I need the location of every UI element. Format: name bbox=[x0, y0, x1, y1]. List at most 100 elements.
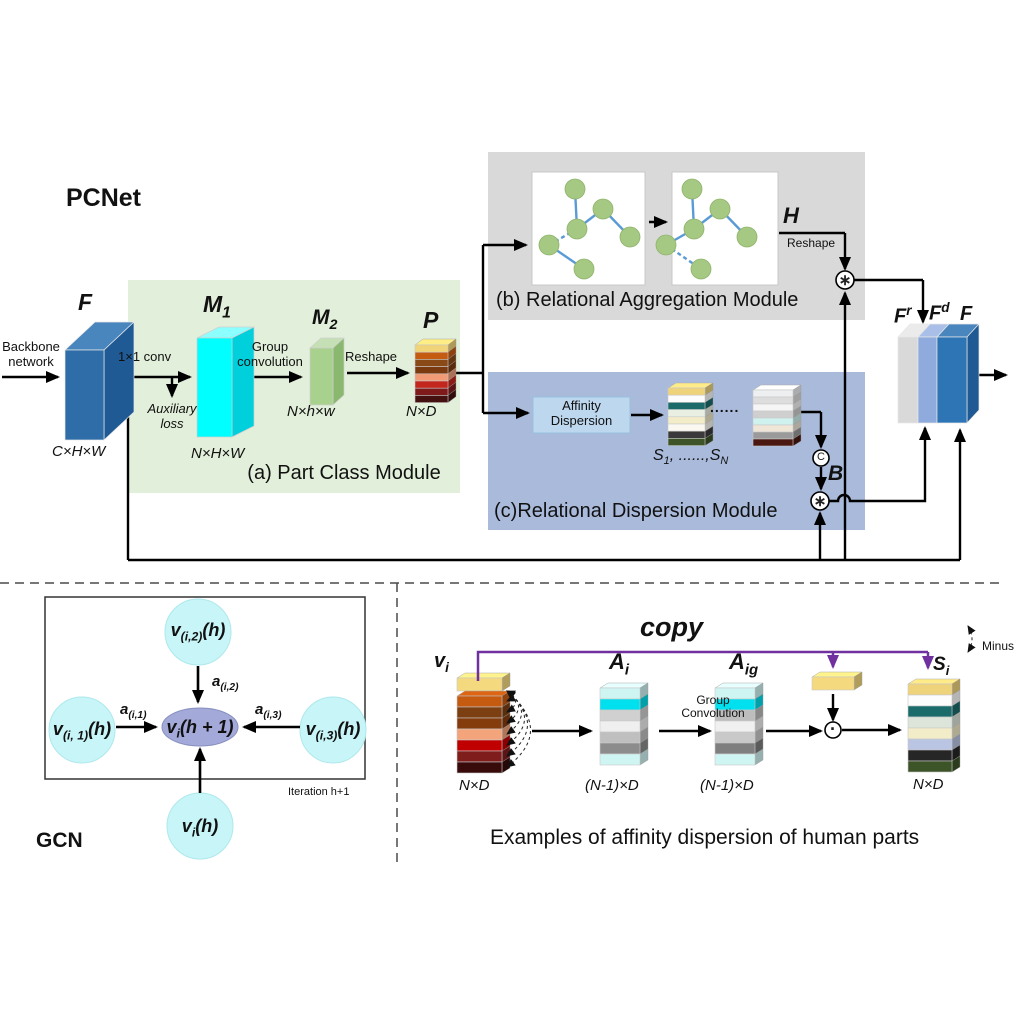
gcn-right-node-label: v(i,3)(h) bbox=[305, 719, 361, 743]
dot-operator: · bbox=[830, 719, 836, 739]
module-b-label: (b) Relational Aggregation Module bbox=[496, 289, 799, 311]
page-title: PCNet bbox=[66, 184, 142, 212]
module-a-background bbox=[128, 280, 460, 493]
ellipsis-dots: ...... bbox=[710, 399, 740, 415]
groupconv2-line1: Group bbox=[696, 693, 730, 707]
p-label: P bbox=[423, 307, 439, 333]
groupconv2-line2: Convolution bbox=[681, 706, 745, 721]
concat-operator-circle bbox=[812, 449, 830, 467]
gcn-panel bbox=[44, 596, 367, 860]
yellow-bar bbox=[811, 671, 863, 691]
m2-box bbox=[309, 337, 345, 406]
m2-label: M2 bbox=[312, 306, 338, 334]
gcn-frame bbox=[44, 596, 366, 780]
backbone-line1: Backbone bbox=[2, 339, 60, 354]
graph-nodes bbox=[538, 178, 758, 280]
backbone-label: Backbone network bbox=[0, 339, 62, 369]
p-dims: N×D bbox=[406, 403, 437, 420]
module-a-label: (a) Part Class Module bbox=[247, 462, 441, 484]
aux-line1: Auxiliary bbox=[147, 401, 197, 416]
aig-stack bbox=[714, 682, 764, 766]
ai-stack bbox=[599, 682, 649, 766]
vi-stack bbox=[456, 690, 511, 774]
gcn-caption: GCN bbox=[36, 829, 83, 852]
conv-operator-c: ∗ bbox=[813, 493, 827, 510]
example-arrows bbox=[532, 694, 902, 737]
m2-dims: N×h×w bbox=[287, 403, 335, 420]
auxiliary-loss-label: Auxiliary loss bbox=[138, 401, 206, 431]
ai-dims: (N-1)×D bbox=[585, 777, 639, 794]
si-label: Si bbox=[933, 654, 950, 678]
si-dims: N×D bbox=[913, 776, 944, 793]
minus-legend-label: Minus bbox=[982, 639, 1015, 653]
f-slab bbox=[936, 336, 968, 424]
groupconv-line1: Group bbox=[251, 339, 289, 354]
aig-dims: (N-1)×D bbox=[700, 777, 754, 794]
vi-label: vi bbox=[434, 650, 449, 675]
f-output-label: F bbox=[960, 303, 973, 325]
gcn-a1-label: a(i,1) bbox=[120, 701, 147, 721]
si-stack bbox=[907, 678, 961, 773]
reshape2-label: Reshape bbox=[787, 236, 836, 250]
concat-operator: C bbox=[817, 451, 825, 463]
m1-dims: N×H×W bbox=[191, 445, 245, 462]
f-feature-box bbox=[64, 321, 135, 441]
s-sequence-label: S1, ......,SN bbox=[653, 447, 729, 468]
aggregation-graphs bbox=[531, 171, 779, 286]
conv-operator-b-circle bbox=[835, 270, 855, 290]
gcn-arrows bbox=[116, 666, 300, 793]
fd-label: Fd bbox=[929, 300, 950, 325]
section-dividers bbox=[0, 582, 1002, 868]
backbone-line2: network bbox=[8, 353, 54, 369]
f-label: F bbox=[78, 289, 93, 315]
arrow-conv-c-into-fd bbox=[829, 426, 931, 503]
gcn-left-node-label: v(i, 1)(h) bbox=[52, 719, 112, 743]
gcn-iteration-label: Iteration h+1 bbox=[288, 786, 350, 798]
fr-slab bbox=[897, 336, 919, 424]
gcn-bottom-node-label: vi(h) bbox=[181, 816, 219, 840]
affinity-dispersion-box bbox=[532, 396, 631, 434]
flow-arrows bbox=[2, 216, 1008, 562]
reshape-label: Reshape bbox=[345, 349, 398, 364]
minus-legend-icon bbox=[967, 625, 976, 653]
affinity-line2: Dispersion bbox=[550, 412, 613, 428]
m1-box bbox=[196, 326, 255, 438]
f-dims: C×H×W bbox=[52, 443, 106, 460]
module-c-label: (c)Relational Dispersion Module bbox=[494, 500, 778, 522]
s1-stack bbox=[667, 382, 714, 446]
vi-dims: N×D bbox=[459, 777, 490, 794]
minus-arcs bbox=[506, 690, 531, 768]
group-convolution-label: Group convolution bbox=[233, 339, 307, 369]
fd-slab bbox=[917, 336, 938, 424]
conv-operator-c-circle bbox=[810, 491, 830, 511]
p-stack bbox=[414, 338, 457, 404]
gcn-center-node bbox=[161, 707, 239, 747]
h-label: H bbox=[783, 203, 799, 228]
affinity-dispersion-label: Affinity Dispersion bbox=[533, 398, 630, 428]
aux-line2: loss bbox=[160, 415, 184, 431]
gcn-top-node-label: v(i,2)(h) bbox=[170, 620, 226, 644]
aig-label: Aig bbox=[729, 649, 759, 679]
example-caption: Examples of affinity dispersion of human… bbox=[490, 826, 920, 849]
copy-label: copy bbox=[640, 612, 704, 642]
vi-query-bar bbox=[456, 672, 511, 692]
output-slabs bbox=[897, 323, 980, 424]
ai-label: Ai bbox=[609, 649, 630, 679]
m1-label: M1 bbox=[203, 291, 231, 322]
gcn-a3-label: a(i,3) bbox=[255, 701, 282, 721]
copy-path bbox=[476, 650, 934, 681]
fr-label: Fr bbox=[894, 303, 912, 328]
groupconv-line2: convolution bbox=[237, 353, 303, 369]
operator-circles bbox=[810, 270, 855, 739]
dot-operator-circle bbox=[824, 721, 842, 739]
sn-stack bbox=[752, 384, 802, 447]
affinity-line1: Affinity bbox=[562, 398, 601, 413]
gcn-center-node-label: vi(h + 1) bbox=[166, 717, 234, 741]
conv-operator-b: ∗ bbox=[838, 272, 852, 289]
conv1x1-label: 1×1 conv bbox=[118, 349, 172, 364]
gcn-nodes bbox=[48, 598, 367, 860]
group-convolution2-label: Group Convolution bbox=[680, 693, 746, 721]
b-label: B bbox=[828, 462, 844, 485]
